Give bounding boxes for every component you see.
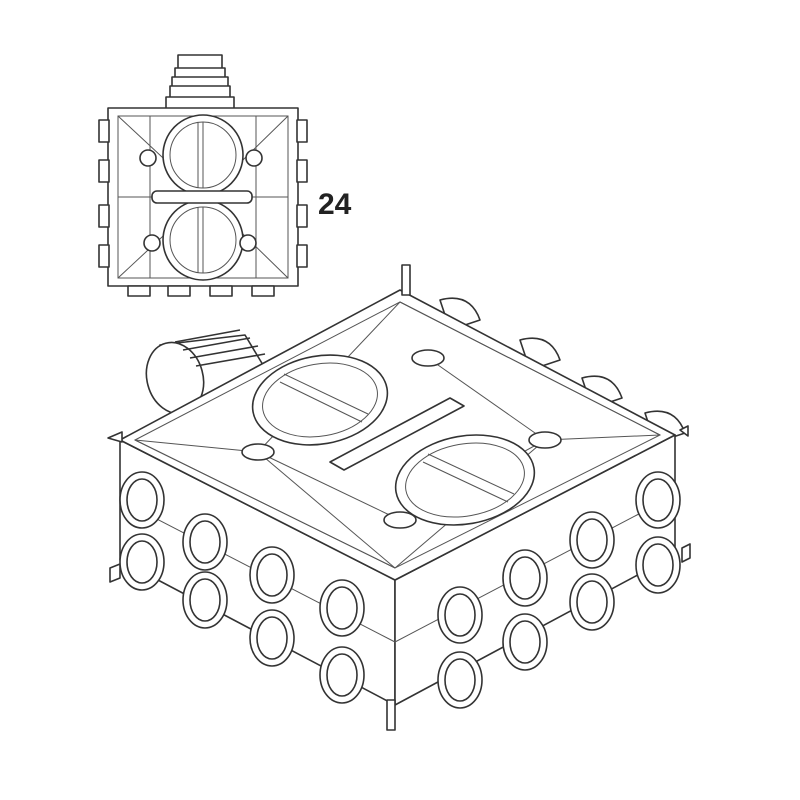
- top-view-upper-outlet: [162, 114, 244, 196]
- top-slot: [329, 397, 465, 471]
- top-port-left: [251, 354, 389, 446]
- top-view-spigot: [165, 54, 235, 110]
- left-face-outlets: [119, 471, 365, 704]
- callout-number: 24: [318, 188, 352, 221]
- top-view-slot: [151, 190, 253, 204]
- top-view-side-tabs: [98, 119, 308, 297]
- isometric-view: [107, 264, 691, 731]
- top-view-lower-outlet: [162, 199, 244, 281]
- top-holes: [241, 349, 562, 529]
- right-face-outlets: [437, 471, 681, 709]
- top-view: [98, 54, 308, 297]
- corner-posts: [107, 264, 691, 731]
- top-view-holes: [139, 149, 263, 252]
- top-port-right: [394, 434, 536, 526]
